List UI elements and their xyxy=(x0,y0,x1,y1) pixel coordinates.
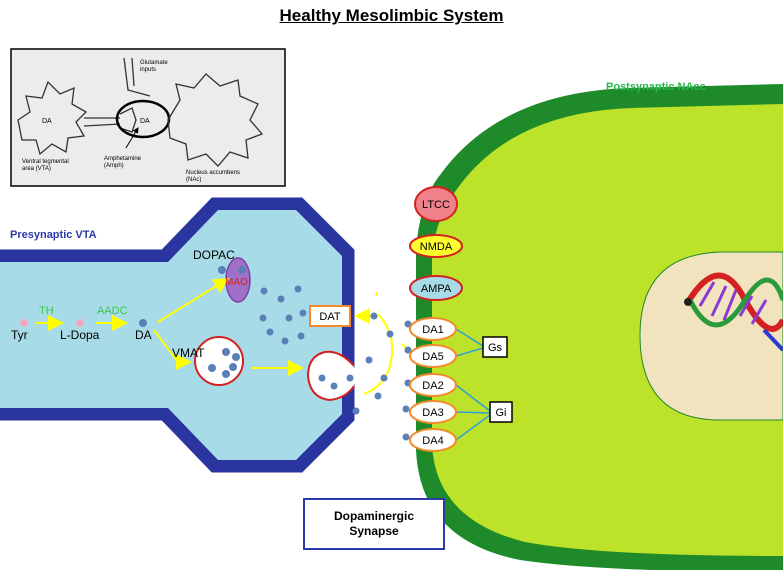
ldopa-label: L-Dopa xyxy=(60,328,100,342)
page-title: Healthy Mesolimbic System xyxy=(279,6,504,25)
inset-vta-soma xyxy=(17,80,88,156)
tyr-label: Tyr xyxy=(11,328,28,342)
ampa-label: AMPA xyxy=(421,283,452,295)
inset-nacc-soma xyxy=(167,73,264,167)
inset-terminal xyxy=(119,107,137,133)
ampa-channel xyxy=(409,275,463,301)
aadc-label: AADC xyxy=(97,305,128,317)
da-dot xyxy=(139,319,147,327)
inset-glutamate-label-2: inputs xyxy=(140,67,156,73)
receptor-da3 xyxy=(409,400,457,424)
dat-box xyxy=(309,305,351,327)
presynaptic-cytoplasm xyxy=(0,210,342,460)
inset-frame xyxy=(10,48,286,187)
gi-label: Gi xyxy=(496,407,507,419)
synapse-box-line2: Synapse xyxy=(349,524,399,538)
receptor-da4 xyxy=(409,428,457,452)
presynaptic-label: Presynaptic VTA xyxy=(10,229,97,241)
storage-vesicle xyxy=(194,336,244,386)
receptor-da5 xyxy=(409,344,457,368)
inset-glutamate-fibers xyxy=(123,57,151,97)
nmda-channel xyxy=(409,234,463,258)
receptor-da5-label: DA5 xyxy=(422,351,443,363)
arrow-reuptake-curve xyxy=(363,313,394,395)
mao-label: MAO xyxy=(225,277,248,288)
da-label: DA xyxy=(135,328,152,342)
dat-label: DAT xyxy=(319,311,340,323)
nmda-label: NMDA xyxy=(420,241,453,253)
receptor-da1 xyxy=(409,317,457,341)
ltcc-channel xyxy=(414,186,458,222)
ion-channels: LTCC NMDA AMPA xyxy=(409,186,463,301)
ltcc-label: LTCC xyxy=(422,199,450,211)
arrow-da-vmat xyxy=(153,329,192,370)
pathway-labels: Tyr TH L-Dopa AADC DA DOPAC MAO VMAT xyxy=(11,248,248,360)
tyr-dot xyxy=(20,319,28,327)
vesicle-fusion-pore xyxy=(350,368,358,384)
receptor-da2 xyxy=(409,373,457,397)
receptor-da2-label: DA2 xyxy=(422,380,443,392)
synapse-box-line1: Dopaminergic xyxy=(333,509,414,523)
postsynaptic-neuron xyxy=(416,84,783,570)
inset-glutamate-label-1: Glutamate xyxy=(140,60,168,66)
pathway-arrows xyxy=(36,277,407,395)
inset-neuron-diagram: Glutamate inputs DA DA Ventral tegmental… xyxy=(10,48,286,187)
presynaptic-neuron xyxy=(0,197,358,473)
g-proteins: Gs Gi xyxy=(482,336,513,423)
ldopa-dot xyxy=(76,319,84,327)
inset-nacc-label-2: (NAc) xyxy=(186,177,201,183)
receptor-da4-label: DA4 xyxy=(422,435,443,447)
dat-transporter: DAT xyxy=(309,305,351,327)
dopamine-receptors: DA1 DA5 DA2 DA3 DA4 xyxy=(409,317,457,452)
vmat-label: VMAT xyxy=(172,346,205,360)
dopac-dot xyxy=(218,266,226,274)
gs-label: Gs xyxy=(488,342,503,354)
postsynaptic-cytoplasm xyxy=(432,104,783,556)
dopaminergic-synapse-box: Dopaminergic Synapse xyxy=(303,498,445,550)
arrow-da-dopac xyxy=(157,277,230,323)
inset-nacc-label-1: Nucleus accumbens xyxy=(186,170,240,176)
inset-da-left: DA xyxy=(42,118,52,125)
inset-vta-label-1: Ventral tegmental xyxy=(22,159,69,165)
receptor-da3-label: DA3 xyxy=(422,407,443,419)
dopac-label: DOPAC xyxy=(193,248,235,262)
th-label: TH xyxy=(39,305,54,317)
gs-box xyxy=(482,336,508,358)
mao-dot xyxy=(238,266,246,274)
postsynaptic-label: Postsynaptic NAcc xyxy=(606,81,706,93)
receptor-da1-label: DA1 xyxy=(422,324,443,336)
inset-amph-arrow xyxy=(125,127,139,149)
inset-da-center: DA xyxy=(140,118,150,125)
gi-box xyxy=(489,401,513,423)
dopamine-molecules xyxy=(20,266,412,441)
gprotein-links xyxy=(455,328,491,441)
dna-helix-icon xyxy=(684,272,783,352)
release-vesicle xyxy=(306,350,355,402)
inset-amph-label-2: (Amph) xyxy=(104,163,124,169)
inset-axon xyxy=(83,117,121,127)
inset-amph-label-1: Amphetamine xyxy=(104,156,142,162)
inset-vta-label-2: area (VTA) xyxy=(22,166,51,172)
